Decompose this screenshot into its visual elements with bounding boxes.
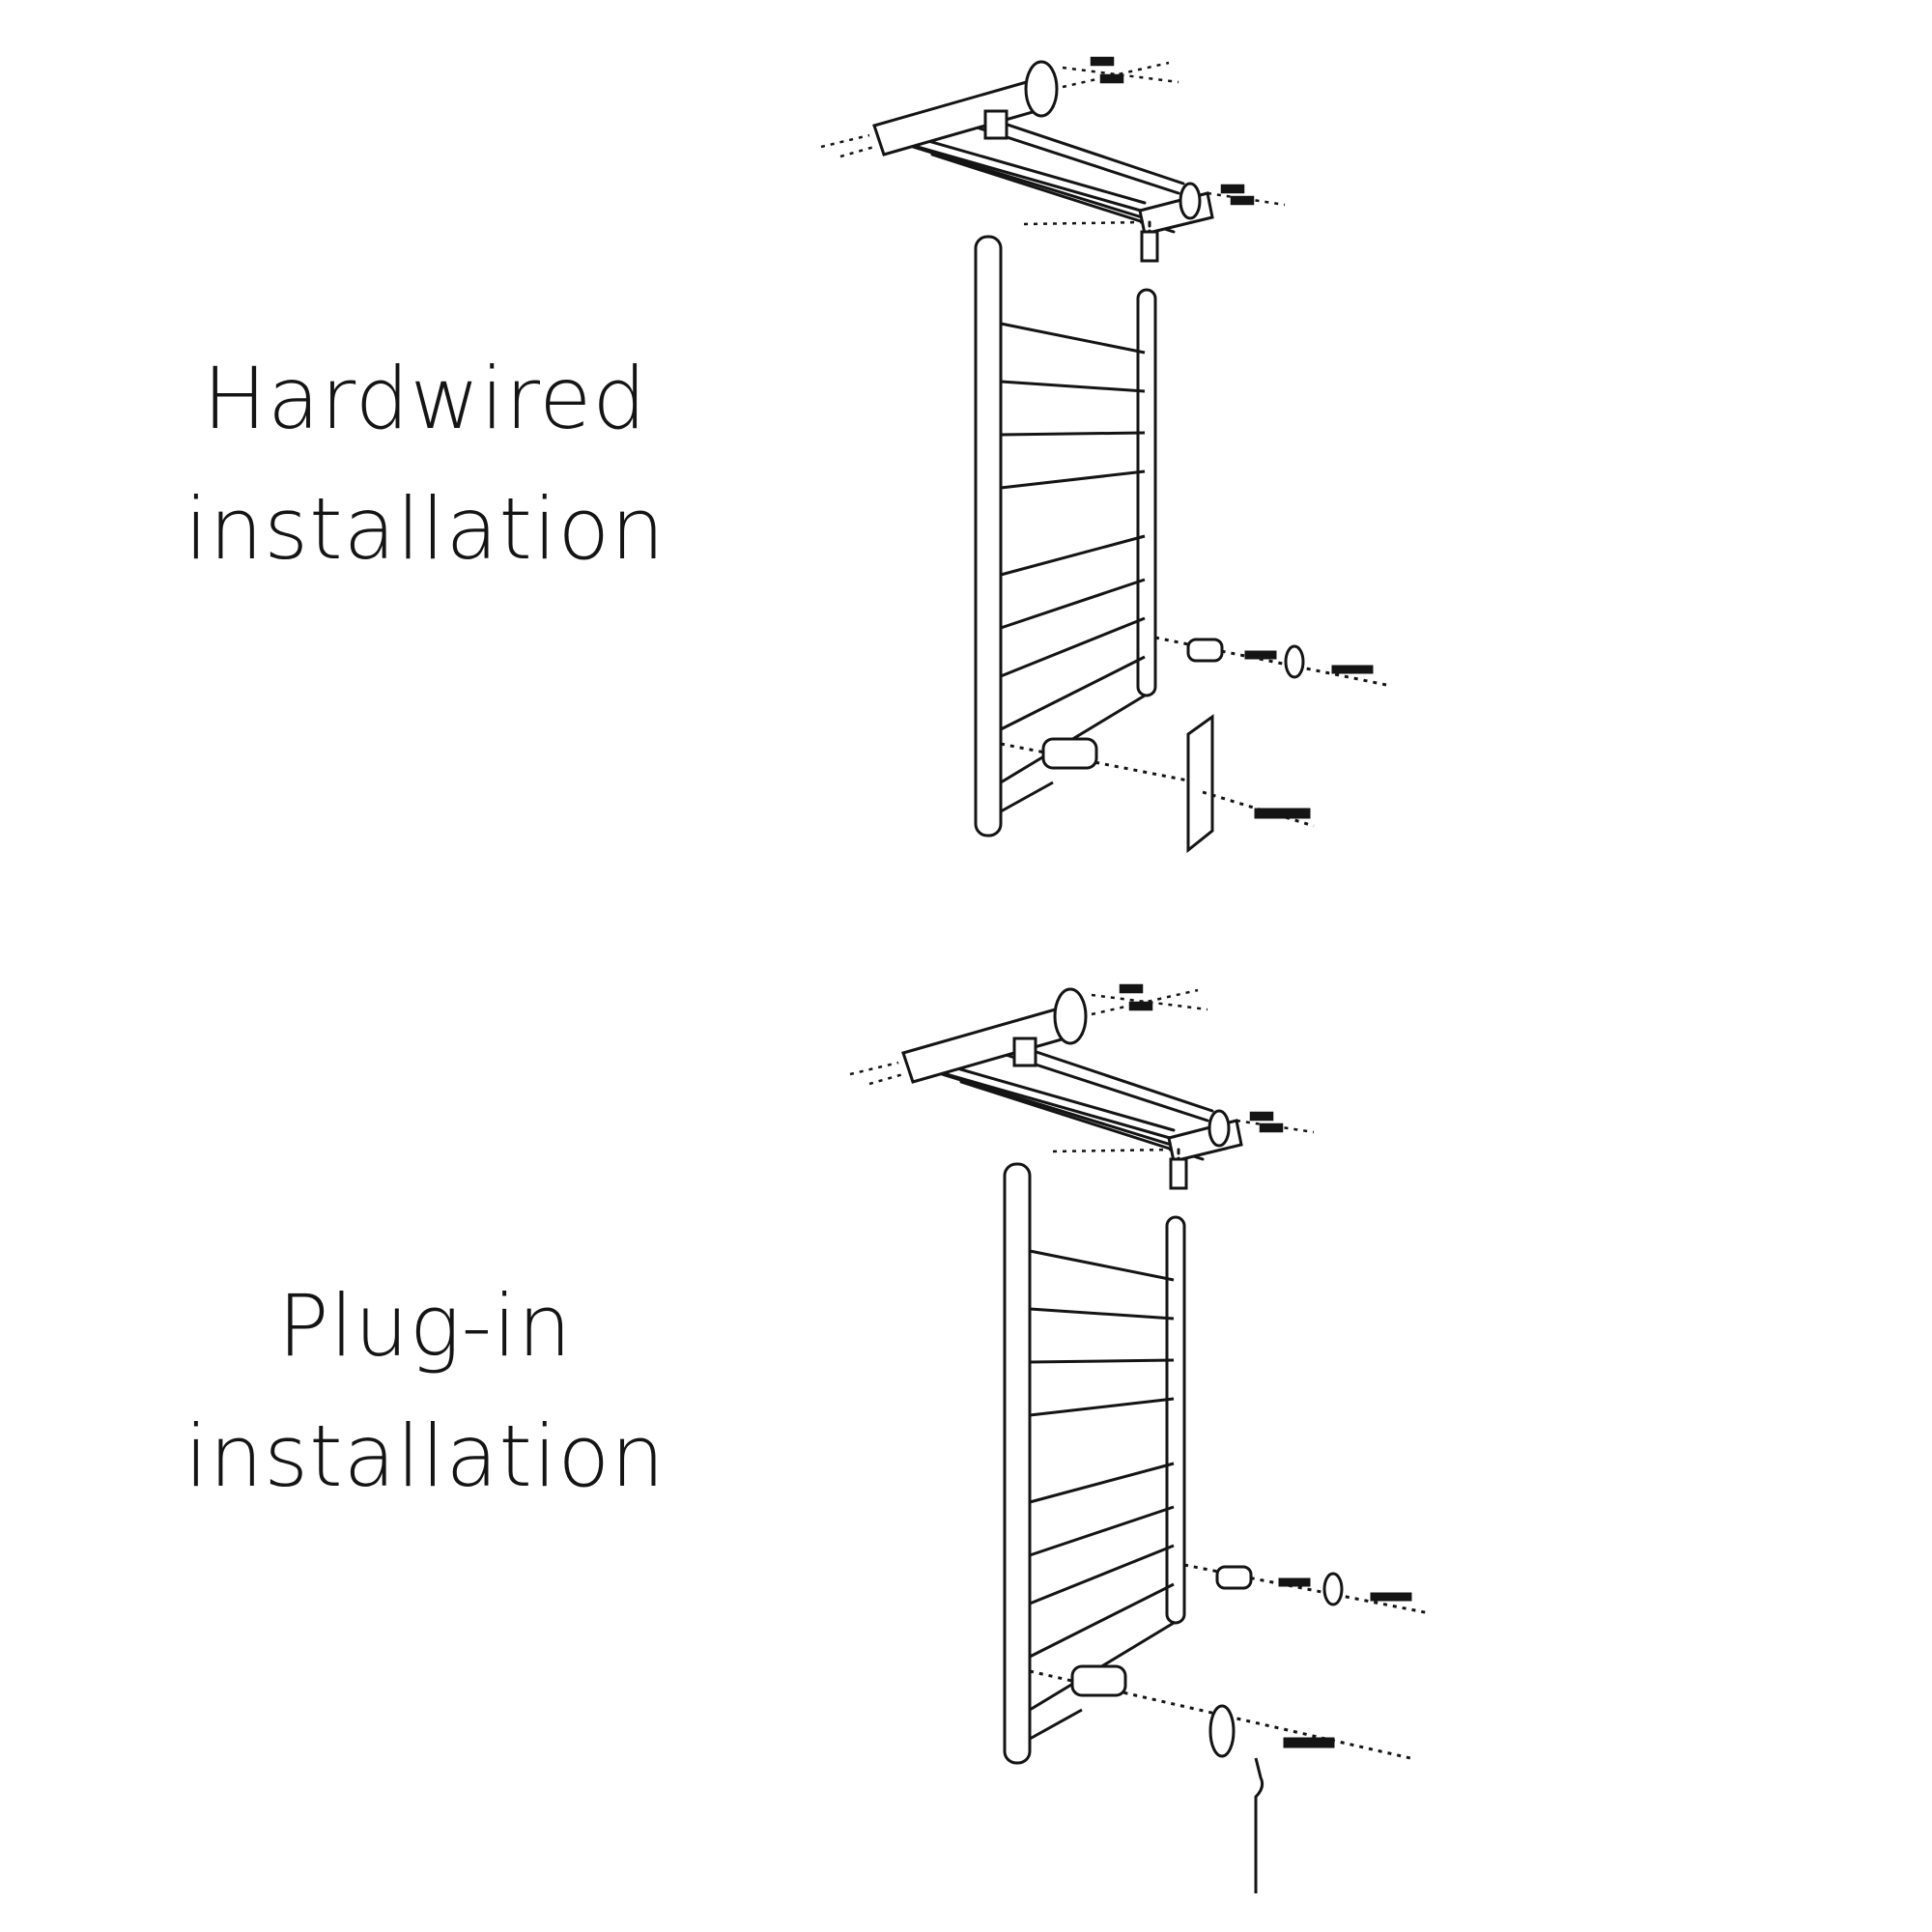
wall-bracket-disc bbox=[1284, 644, 1305, 679]
shelf-rail bbox=[974, 112, 1185, 185]
shelf-rail bbox=[959, 1080, 1205, 1161]
wall-bracket-disc bbox=[1208, 1704, 1236, 1758]
ladder-rung bbox=[1000, 431, 1146, 437]
ladder-rung bbox=[1000, 655, 1146, 731]
ladder-rung bbox=[1029, 1358, 1175, 1364]
shelf-bracket bbox=[983, 109, 1009, 140]
spacer-tube bbox=[1186, 638, 1224, 663]
bolt bbox=[1254, 808, 1311, 819]
ladder-rung bbox=[1029, 1544, 1175, 1605]
ladder-rung bbox=[1000, 469, 1146, 490]
label-line-2: installation bbox=[185, 1406, 666, 1506]
screws-top bbox=[820, 56, 1286, 226]
ladder-rung bbox=[1029, 1249, 1175, 1282]
ladder-rung bbox=[1029, 1582, 1175, 1659]
ladder-left-upright bbox=[1003, 1162, 1032, 1765]
ladder-rung bbox=[1000, 322, 1146, 355]
shelf-front-bar bbox=[1138, 191, 1214, 236]
towel-warmer-exploded-illustration bbox=[820, 56, 1392, 854]
plugin-panel: Plug-in installation bbox=[0, 927, 1932, 1893]
pipe-connector bbox=[1140, 230, 1159, 263]
shelf-rail bbox=[921, 1065, 1185, 1144]
wall-bracket-disc bbox=[1208, 1109, 1231, 1148]
ladder-rung bbox=[1000, 616, 1146, 678]
ladder-rung bbox=[1029, 1708, 1083, 1741]
shelf-front-bar bbox=[1167, 1119, 1243, 1163]
wall-bracket-disc bbox=[1179, 182, 1202, 220]
top-shelf bbox=[901, 987, 1243, 1190]
ladder-rung bbox=[1000, 534, 1146, 577]
lower-brackets bbox=[1000, 636, 1392, 854]
pipe-connector bbox=[1169, 1157, 1188, 1190]
lower-brackets bbox=[1029, 1563, 1431, 1893]
panel-label: Plug-in installation bbox=[145, 1261, 705, 1521]
power-cord bbox=[1254, 1757, 1264, 1893]
ladder-left-upright bbox=[974, 235, 1003, 838]
label-line-2: installation bbox=[185, 479, 666, 579]
towel-warmer-exploded-illustration bbox=[849, 983, 1431, 1893]
shelf-rail bbox=[911, 145, 1166, 226]
junction-box-plate bbox=[1186, 714, 1214, 854]
top-shelf bbox=[872, 60, 1214, 263]
ladder bbox=[1003, 1162, 1186, 1765]
ladder-rung bbox=[1000, 380, 1146, 393]
shelf-bracket bbox=[1012, 1037, 1037, 1067]
ladder-rung bbox=[1000, 578, 1146, 630]
ladder-rung bbox=[1029, 1397, 1175, 1417]
shelf-rail bbox=[940, 1072, 1195, 1153]
label-line-1: Hardwired bbox=[202, 349, 648, 448]
ladder-rung bbox=[1029, 1462, 1175, 1504]
ladder-rung bbox=[1000, 781, 1054, 813]
shelf-rail bbox=[930, 153, 1176, 234]
panel-label: Hardwired installation bbox=[145, 333, 705, 594]
label-line-1: Plug-in bbox=[277, 1276, 573, 1376]
anchor bbox=[1283, 1737, 1335, 1748]
spacer-tube bbox=[1070, 1664, 1127, 1697]
ladder-rung bbox=[1029, 1307, 1175, 1321]
screws-top bbox=[849, 983, 1315, 1153]
wall-bracket-disc bbox=[1322, 1572, 1344, 1606]
ladder bbox=[974, 235, 1157, 838]
wall-bracket-disc bbox=[1024, 60, 1059, 118]
hardwired-panel: Hardwired installation bbox=[145, 56, 1392, 854]
wall-bracket-disc bbox=[1053, 987, 1088, 1045]
spacer-tube bbox=[1041, 737, 1098, 770]
shelf-rail bbox=[892, 138, 1156, 216]
shelf-rail bbox=[1003, 1039, 1214, 1113]
spacer-tube bbox=[1215, 1565, 1253, 1590]
ladder-rung bbox=[1029, 1505, 1175, 1557]
